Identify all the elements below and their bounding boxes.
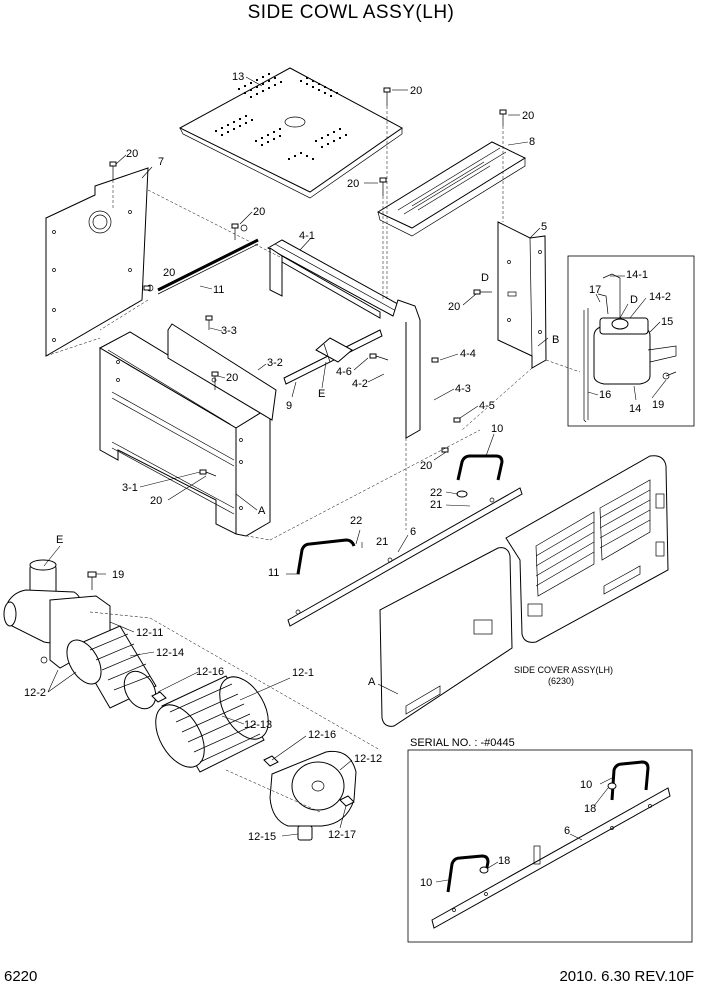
callout-4-6: 4-6	[336, 366, 352, 378]
callout-3-3: 3-3	[221, 325, 237, 337]
alignment-lines	[45, 106, 581, 813]
callout-6: 6	[564, 825, 570, 837]
side-cover-note: SIDE COVER ASSY(LH)	[514, 665, 613, 675]
callout-20: 20	[253, 206, 265, 218]
callout-3-2: 3-2	[267, 357, 283, 369]
side-cover-panels	[379, 455, 669, 727]
page-number: 6220	[4, 968, 38, 985]
reservoir-tank-group	[567, 255, 695, 427]
support-rod	[146, 224, 259, 295]
callout-20: 20	[522, 110, 534, 122]
revision-date: 2010. 6.30 REV.10F	[559, 968, 694, 985]
callout-17: 17	[589, 284, 601, 296]
callout-19: 19	[112, 569, 124, 581]
callout-19: 19	[652, 399, 664, 411]
callout-14: 14	[629, 403, 641, 415]
callout-20: 20	[347, 178, 359, 190]
callout-4-2: 4-2	[352, 378, 368, 390]
callout-A: A	[258, 505, 266, 517]
callout-22: 22	[430, 487, 442, 499]
callout-labels: 13 20 20 8 20 7 20 20 4-1 5 20 11 D 20 3…	[24, 71, 673, 889]
callout-15: 15	[661, 316, 673, 328]
top-bracket	[376, 141, 527, 237]
callout-8: 8	[529, 136, 535, 148]
callout-14-1: 14-1	[626, 269, 648, 281]
callout-A: A	[368, 676, 376, 688]
callout-E: E	[318, 388, 325, 400]
top-cover-plate	[178, 67, 403, 199]
callout-18: 18	[498, 855, 510, 867]
callout-14-2: 14-2	[649, 291, 671, 303]
callout-11: 11	[268, 567, 279, 579]
callout-12-11: 12-11	[136, 627, 163, 639]
callout-B: B	[552, 334, 559, 346]
callout-4-3: 4-3	[455, 383, 471, 395]
callout-12-13: 12-13	[244, 719, 272, 731]
callout-11: 11	[213, 284, 224, 296]
callout-22: 22	[350, 515, 362, 527]
callout-20: 20	[410, 85, 422, 97]
callout-20: 20	[226, 372, 238, 384]
callout-4-4: 4-4	[460, 348, 476, 360]
callout-12-12: 12-12	[354, 753, 382, 765]
callout-13: 13	[232, 71, 244, 83]
callout-12-2: 12-2	[24, 687, 46, 699]
callout-4-1: 4-1	[299, 230, 315, 242]
callout-20: 20	[126, 148, 138, 160]
callout-9: 9	[286, 400, 292, 412]
callout-12-16: 12-16	[196, 666, 224, 678]
callout-20: 20	[150, 495, 162, 507]
callout-12-1: 12-1	[292, 667, 314, 679]
left-side-plate	[45, 167, 149, 357]
callout-5: 5	[541, 221, 547, 233]
callout-12-15: 12-15	[248, 831, 276, 843]
callout-10: 10	[580, 779, 592, 791]
side-cover-ref: (6230)	[548, 676, 574, 686]
callout-10: 10	[420, 877, 432, 889]
air-cleaner-group	[3, 559, 357, 841]
callout-12-16: 12-16	[308, 729, 336, 741]
callout-20: 20	[163, 267, 175, 279]
callout-20: 20	[420, 460, 432, 472]
leader-lines	[43, 76, 667, 883]
callout-20: 20	[448, 301, 460, 313]
side-bracket	[497, 221, 547, 369]
callout-6: 6	[410, 526, 416, 538]
cowl-frame-assembly	[98, 239, 421, 537]
serial-inset	[407, 749, 693, 943]
callout-10: 10	[491, 423, 503, 435]
serial-note: SERIAL NO. : -#0445	[410, 737, 515, 749]
callout-21: 21	[430, 499, 442, 511]
callout-7: 7	[158, 156, 164, 168]
callout-18: 18	[584, 803, 596, 815]
callout-D: D	[630, 294, 638, 306]
callout-12-14: 12-14	[156, 647, 184, 659]
diagram-title: SIDE COWL ASSY(LH)	[247, 2, 455, 23]
callout-16: 16	[599, 389, 611, 401]
callout-21: 21	[376, 536, 388, 548]
callout-4-5: 4-5	[479, 400, 495, 412]
callout-E: E	[56, 534, 63, 546]
callout-12-17: 12-17	[328, 829, 356, 841]
callout-D: D	[481, 272, 489, 284]
callout-3-1: 3-1	[122, 482, 138, 494]
